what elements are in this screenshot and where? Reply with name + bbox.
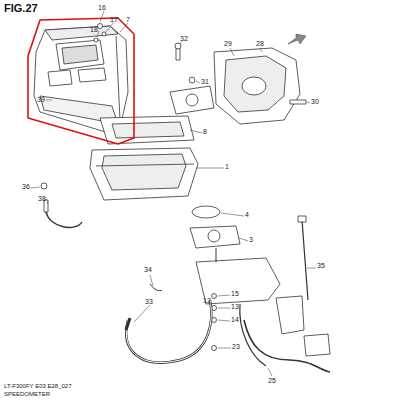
screw <box>212 346 217 351</box>
panel-edge <box>116 36 120 120</box>
callout-number: 1 <box>225 163 229 170</box>
wire <box>46 212 82 227</box>
bracket-hole <box>242 77 266 95</box>
rod <box>302 220 308 300</box>
callout-number: 3 <box>249 236 253 243</box>
front-arrow <box>288 34 306 44</box>
bolt <box>290 100 306 104</box>
callout-number: 7 <box>126 16 130 23</box>
callout-number: 34 <box>144 266 152 273</box>
meter-case <box>90 148 198 200</box>
callout-number: 28 <box>256 40 264 47</box>
screw <box>176 48 180 60</box>
callout-number: 30 <box>311 98 319 105</box>
cover-bracket <box>224 56 286 112</box>
callout-number: 32 <box>180 35 188 42</box>
cable-end <box>126 318 130 330</box>
callout-number: 17 <box>110 16 118 23</box>
panel-window <box>62 45 98 64</box>
callout-number: 8 <box>203 128 207 135</box>
housing-upper <box>112 122 184 138</box>
panel-slot <box>48 70 72 86</box>
wire <box>216 248 217 262</box>
screw-head <box>175 43 181 49</box>
leader-lines <box>31 11 316 376</box>
gasket <box>192 206 220 218</box>
housing-upper <box>100 116 194 144</box>
speedometer-unit <box>190 226 240 248</box>
callout-number: 14 <box>231 316 239 323</box>
callout-number: 25 <box>268 377 276 384</box>
wire <box>240 304 266 366</box>
speedometer-cable <box>126 300 211 363</box>
bulb <box>212 294 217 299</box>
screw <box>98 24 103 29</box>
drawing-code: LT-F300FY E03 E28_027 <box>4 383 72 389</box>
cable-core <box>126 300 211 363</box>
callout-number: 16 <box>98 4 106 11</box>
grommet <box>189 77 195 83</box>
socket <box>304 334 330 356</box>
wire-harness <box>244 320 330 372</box>
meter-dial <box>208 230 220 242</box>
rubber-mount <box>170 86 214 114</box>
cover-bracket <box>214 48 300 124</box>
nut <box>94 38 98 42</box>
callout-number: 18 <box>90 26 98 33</box>
panel-window <box>56 40 104 70</box>
highlight-outline <box>28 18 134 144</box>
callout-number: 38 <box>38 195 46 202</box>
callout-number: 31 <box>201 78 209 85</box>
rod-head <box>298 216 306 222</box>
panel-top <box>45 26 118 40</box>
figure-title: FIG.27 <box>4 3 38 14</box>
callout-number: 15 <box>231 290 239 297</box>
callout-number: 39 <box>37 96 45 103</box>
figure-name: SPEEDOMETER <box>4 391 50 397</box>
indicator-lamp <box>276 296 304 334</box>
washer <box>102 32 106 36</box>
meter-case <box>102 154 186 190</box>
callout-number: 35 <box>317 262 325 269</box>
mount-hole <box>186 94 198 106</box>
callout-number: 12 <box>203 297 211 304</box>
clamp <box>41 183 47 189</box>
case-lip <box>96 164 194 166</box>
clip <box>150 284 162 291</box>
callout-number: 4 <box>245 211 249 218</box>
callout-number: 33 <box>145 298 153 305</box>
callout-number: 29 <box>224 40 232 47</box>
panel-slot <box>78 68 106 82</box>
harness-bracket <box>196 258 280 304</box>
callout-number: 36 <box>22 183 30 190</box>
callout-number: 13 <box>231 303 239 310</box>
callout-number: 23 <box>232 343 240 350</box>
